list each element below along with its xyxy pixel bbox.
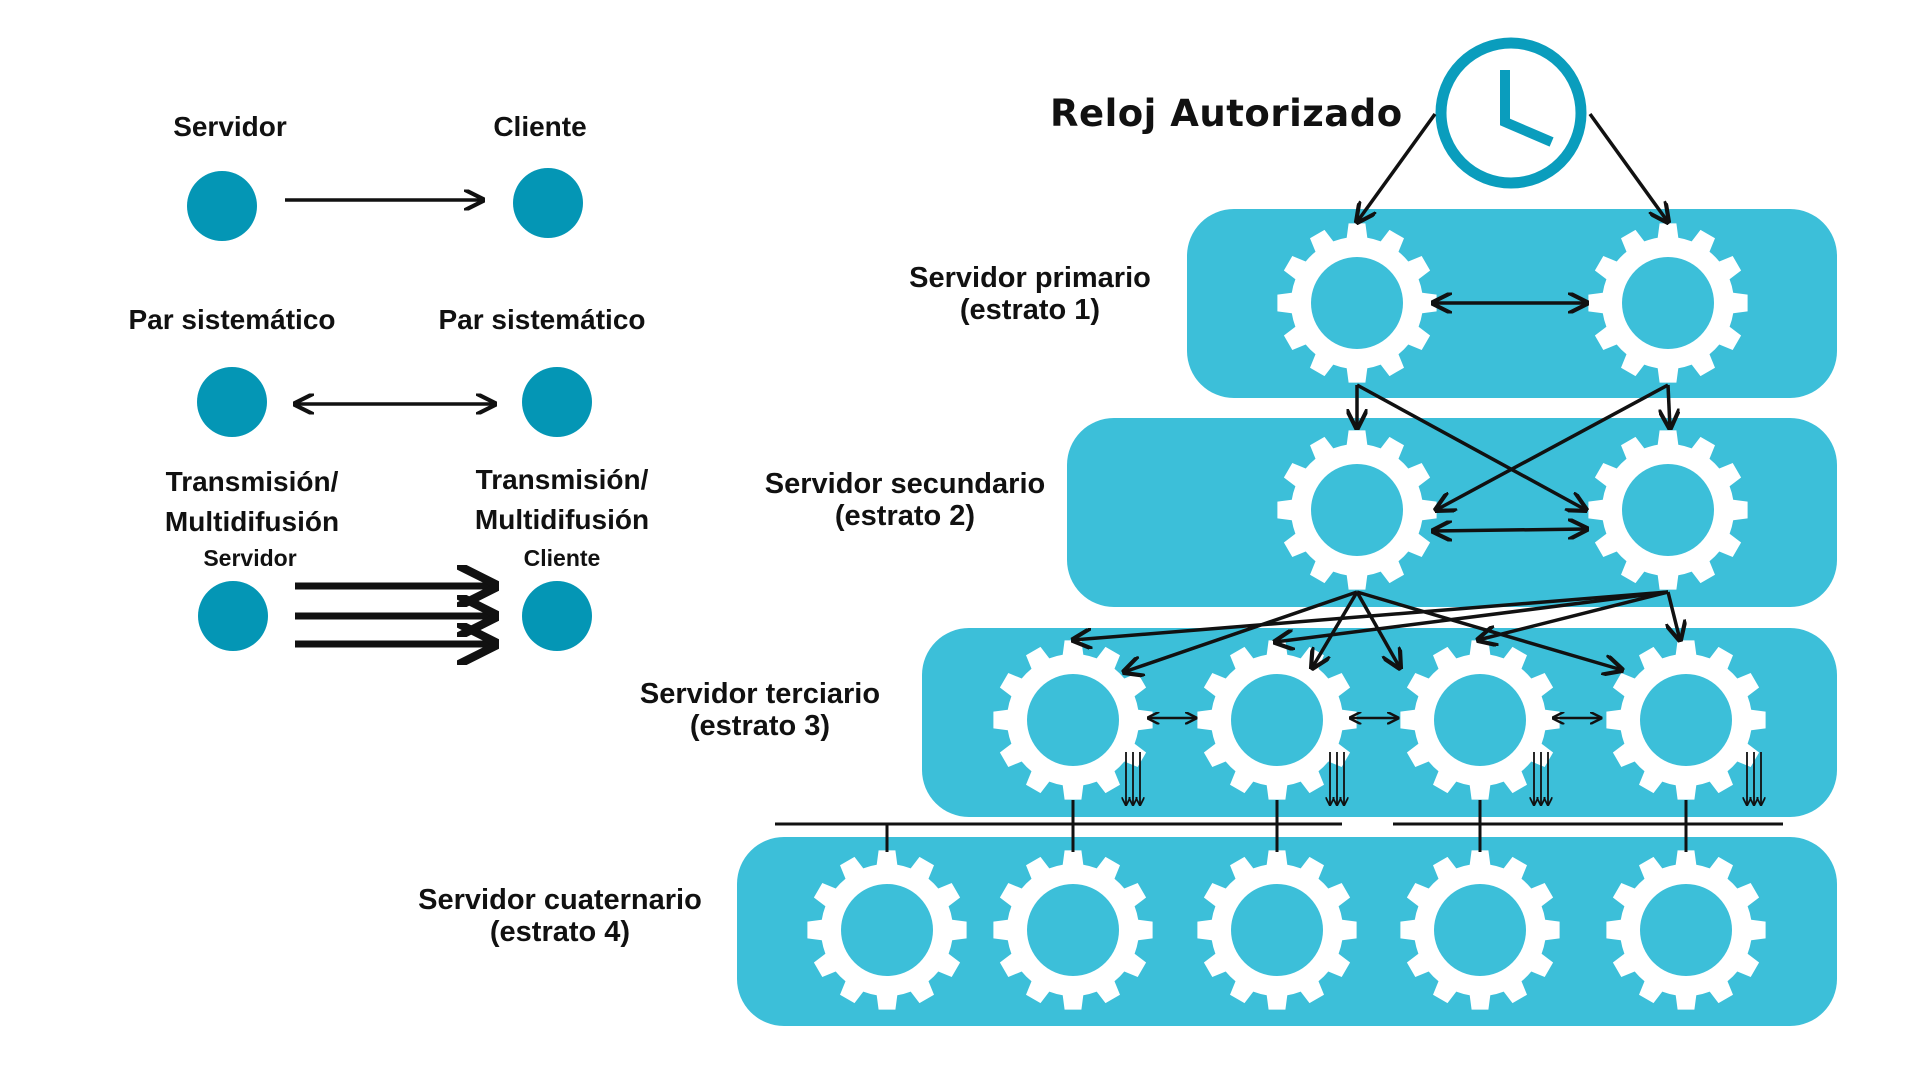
legend-broadcast-client-node: [522, 581, 592, 651]
legend-broadcast-server-sublabel: Servidor: [203, 545, 297, 571]
gear-icon: [1400, 640, 1560, 800]
clock-to-s1a-arrow: [1357, 112, 1437, 222]
legend-broadcast-left-line2: Multidifusión: [164, 506, 340, 537]
s3-broadcast-arrows-4: [1747, 752, 1761, 805]
s3-broadcast-arrows-2: [1330, 752, 1344, 805]
tier-2-name: Servidor secundario: [764, 468, 1046, 500]
connectors: [285, 112, 1783, 852]
s2b-to-s3a-arrow: [1073, 590, 1669, 640]
gear-icon: [807, 850, 967, 1010]
legend-client-label: Cliente: [493, 111, 587, 142]
tier-3-label: Servidor terciario (estrato 3): [615, 678, 905, 742]
gear-icon: [1197, 850, 1357, 1010]
gears-layer: [807, 223, 1766, 1010]
gear-icon: [993, 850, 1153, 1010]
s1b-to-s2b-arrow: [1668, 384, 1670, 428]
legend-broadcast-left-line1: Transmisión/: [165, 466, 339, 497]
clock-label: Reloj Autorizado: [1050, 92, 1403, 135]
tier-3-stratum: (estrato 3): [689, 710, 831, 742]
gear-icon: [1400, 850, 1560, 1010]
tier-4-name: Servidor cuaternario: [418, 884, 702, 916]
legend-broadcast-client-sublabel: Cliente: [523, 545, 601, 571]
gear-icon: [1588, 223, 1748, 383]
tier-4-stratum: (estrato 4): [489, 916, 631, 948]
s3-broadcast-arrows-1: [1126, 752, 1140, 805]
legend-client-node: [513, 168, 583, 238]
gear-icon: [1606, 850, 1766, 1010]
s2a-to-s3a-arrow: [1124, 590, 1358, 672]
legend-broadcast-right-line1: Transmisión/: [475, 464, 649, 495]
legend-peer-left-label: Par sistemático: [128, 304, 336, 335]
legend-broadcast-server-node: [198, 581, 268, 651]
legend-server-node: [187, 171, 257, 241]
s2a-to-s3b-arrow: [1312, 591, 1359, 668]
s2b-to-s3c-arrow: [1478, 590, 1669, 640]
tier-2-label: Servidor secundario (estrato 2): [745, 468, 1065, 532]
tier-4-label: Servidor cuaternario (estrato 4): [400, 884, 720, 948]
s1a-to-s2b-arrow: [1356, 383, 1586, 510]
tier-2-stratum: (estrato 2): [834, 500, 976, 532]
gear-icon: [1588, 430, 1748, 590]
tier-1-name: Servidor primario: [909, 262, 1151, 294]
legend-broadcast-right-line2: Multidifusión: [474, 504, 650, 535]
tier-3-name: Servidor terciario: [639, 678, 881, 710]
gear-icon: [1197, 640, 1357, 800]
gear-icon: [1277, 430, 1437, 590]
gear-icon: [1606, 640, 1766, 800]
s2b-to-s3b-arrow: [1275, 590, 1669, 642]
legend-broadcast-left-label: Transmisión/ Multidifusión: [140, 462, 364, 542]
legend-peer-right-node: [522, 367, 592, 437]
tier-1-stratum: (estrato 1): [959, 294, 1101, 326]
legend-nodes: [187, 168, 592, 651]
s2b-to-s3d-arrow: [1668, 591, 1680, 640]
legend-server-label: Servidor: [173, 111, 287, 142]
s1b-to-s2a-arrow: [1436, 383, 1669, 510]
legend-peer-right-label: Par sistemático: [438, 304, 646, 335]
clock-to-s1b-arrow: [1588, 112, 1668, 222]
gear-icon: [993, 640, 1153, 800]
s3-broadcast-arrows-3: [1534, 752, 1548, 805]
clock-icon: [1435, 37, 1587, 189]
tier-1-label: Servidor primario (estrato 1): [880, 262, 1180, 326]
s2-peer-arrow: [1433, 529, 1587, 531]
legend-broadcast-right-label: Transmisión/ Multidifusión: [450, 460, 674, 540]
gear-icon: [1277, 223, 1437, 383]
legend-peer-left-node: [197, 367, 267, 437]
